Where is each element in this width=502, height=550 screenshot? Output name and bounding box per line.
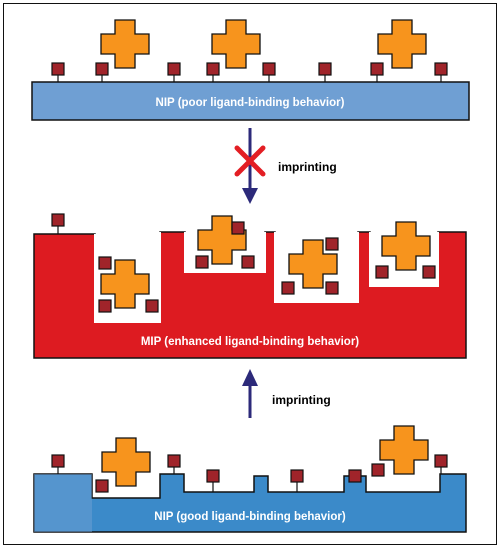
ligand-square-icon [51,454,448,493]
bottom-nip-slab [33,473,467,533]
ligand-square-icon [51,213,436,313]
orange-cross-template-icon [100,19,150,69]
mip-panel: MIP (enhanced ligand-binding behavior) [33,213,467,359]
orange-cross-template-icon [381,221,431,271]
top-nip-label: NIP (poor ligand-binding behavior) [156,97,345,109]
bottom-nip-label: NIP (good ligand-binding behavior) [154,511,346,523]
upper-arrow-label: imprinting [278,160,337,174]
bottom-nip-panel: NIP (good ligand-binding behavior) [33,425,467,533]
ligand-square-icon [51,62,448,76]
orange-cross-template-icon [101,437,151,487]
orange-cross-template-icon [379,425,429,475]
top-nip-slab [31,81,470,121]
orange-cross-template-icon [211,19,261,69]
lower-arrow-label: imprinting [272,393,331,407]
mip-label: MIP (enhanced ligand-binding behavior) [141,336,359,348]
upper-imprinting-arrow: imprinting [234,128,337,204]
top-nip-panel: NIP (poor ligand-binding behavior) [31,19,470,121]
lower-imprinting-arrow: imprinting [242,369,331,418]
orange-cross-template-icon [377,19,427,69]
red-x-icon [234,145,266,177]
